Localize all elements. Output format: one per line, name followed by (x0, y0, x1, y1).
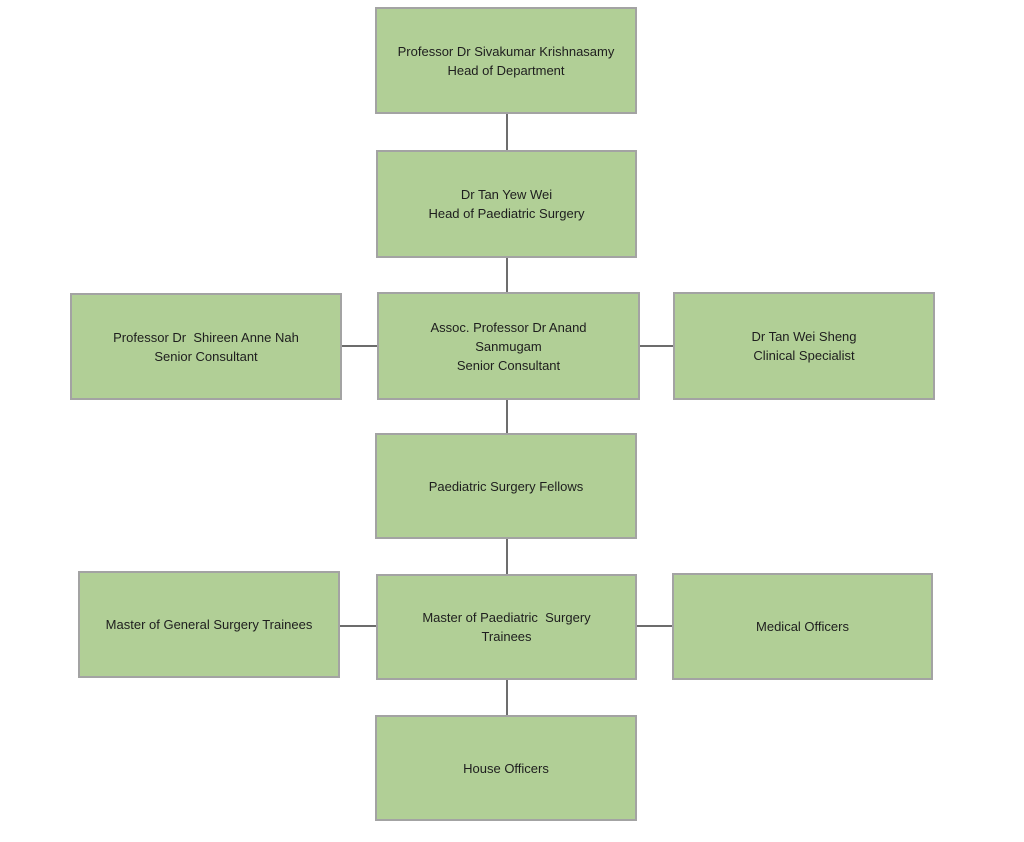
clinical-specialist-name: Dr Tan Wei Sheng (751, 329, 857, 344)
senior-consultant-left-title: Senior Consultant (154, 348, 258, 364)
general-surgery-trainees-label: Master of General Surgery Trainees (105, 617, 313, 632)
node-clinical-specialist: Dr Tan Wei Sheng Clinical Specialist (673, 292, 935, 400)
node-paediatric-surgery-trainees: Master of Paediatric Surgery Trainees (376, 574, 637, 680)
paediatric-surgery-trainees-line2: Trainees (481, 629, 532, 644)
head-of-department-name: Professor Dr Sivakumar Krishnasamy (397, 43, 615, 59)
head-of-department-title: Head of Department (447, 62, 565, 78)
node-medical-officers: Medical Officers (672, 573, 933, 680)
node-general-surgery-trainees: Master of General Surgery Trainees (78, 571, 340, 678)
medical-officers-label: Medical Officers (756, 619, 849, 634)
head-paediatric-surgery-title: Head of Paediatric Surgery (428, 206, 585, 221)
node-senior-consultant-left: Professor Dr Shireen Anne Nah Senior Con… (70, 293, 342, 400)
node-house-officers: House Officers (375, 715, 637, 821)
node-head-of-department: Professor Dr Sivakumar Krishnasamy Head … (375, 7, 637, 114)
senior-consultant-center-name-line2: Sanmugam (475, 338, 542, 354)
paediatric-surgery-trainees-line1: Master of Paediatric Surgery (422, 610, 591, 625)
head-paediatric-surgery-name: Dr Tan Yew Wei (460, 187, 553, 202)
node-senior-consultant-center: Assoc. Professor Dr Anand Sanmugam Senio… (377, 292, 640, 400)
node-paediatric-surgery-fellows: Paediatric Surgery Fellows (375, 433, 637, 539)
senior-consultant-center-name-line1: Assoc. Professor Dr Anand (430, 319, 587, 335)
senior-consultant-left-name: Professor Dr Shireen Anne Nah (113, 329, 299, 345)
house-officers-label: House Officers (463, 760, 549, 776)
node-head-paediatric-surgery: Dr Tan Yew Wei Head of Paediatric Surger… (376, 150, 637, 258)
senior-consultant-center-title: Senior Consultant (456, 357, 561, 373)
clinical-specialist-title: Clinical Specialist (753, 348, 855, 363)
paediatric-surgery-fellows-label: Paediatric Surgery Fellows (428, 478, 584, 494)
